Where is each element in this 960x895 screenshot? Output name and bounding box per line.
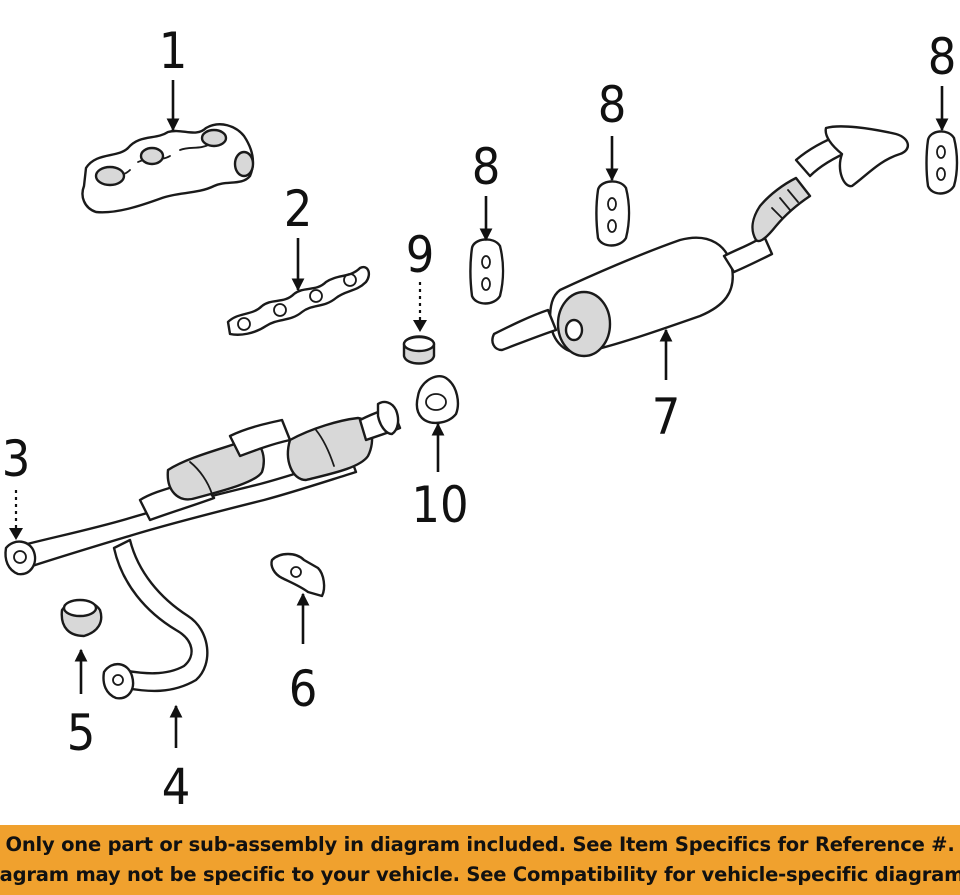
part-flange-gasket (415, 375, 460, 425)
disclaimer-line-2: Diagram may not be specific to your vehi… (0, 863, 960, 886)
callout-6: 6 (289, 660, 318, 718)
disclaimer-banner: Only one part or sub-assembly in diagram… (0, 825, 960, 895)
callout-7: 7 (652, 388, 681, 446)
part-seal-ring (402, 335, 436, 365)
callout-8a: 8 (472, 138, 501, 196)
callout-5: 5 (67, 704, 96, 762)
callout-1: 1 (159, 22, 188, 80)
callout-arrows (9, 80, 949, 748)
disclaimer-line-1: Only one part or sub-assembly in diagram… (5, 833, 955, 856)
part-insulator (60, 598, 103, 638)
callout-10: 10 (411, 476, 468, 534)
part-front-pipe-converter (4, 400, 402, 576)
callout-2: 2 (284, 180, 313, 238)
callout-9: 9 (406, 226, 435, 284)
part-hanger-middle (595, 180, 631, 247)
part-hanger-right (925, 130, 959, 195)
callout-8b: 8 (598, 76, 627, 134)
part-muffler (491, 125, 909, 358)
part-bracket (270, 552, 326, 598)
part-exhaust-manifold (81, 123, 255, 214)
part-intermediate-pipe (102, 538, 209, 700)
callout-4: 4 (162, 758, 191, 816)
part-hanger-left (469, 238, 505, 305)
callout-8c: 8 (928, 28, 957, 86)
callout-3: 3 (2, 430, 31, 488)
arrow-9-head (413, 320, 427, 332)
part-manifold-gasket (226, 265, 371, 336)
exhaust-parts-diagram: 1 2 3 4 5 6 7 8 8 8 9 10 (2, 22, 959, 816)
arrow-3-head (9, 528, 23, 540)
callout-labels: 1 2 3 4 5 6 7 8 8 8 9 10 (2, 22, 957, 816)
